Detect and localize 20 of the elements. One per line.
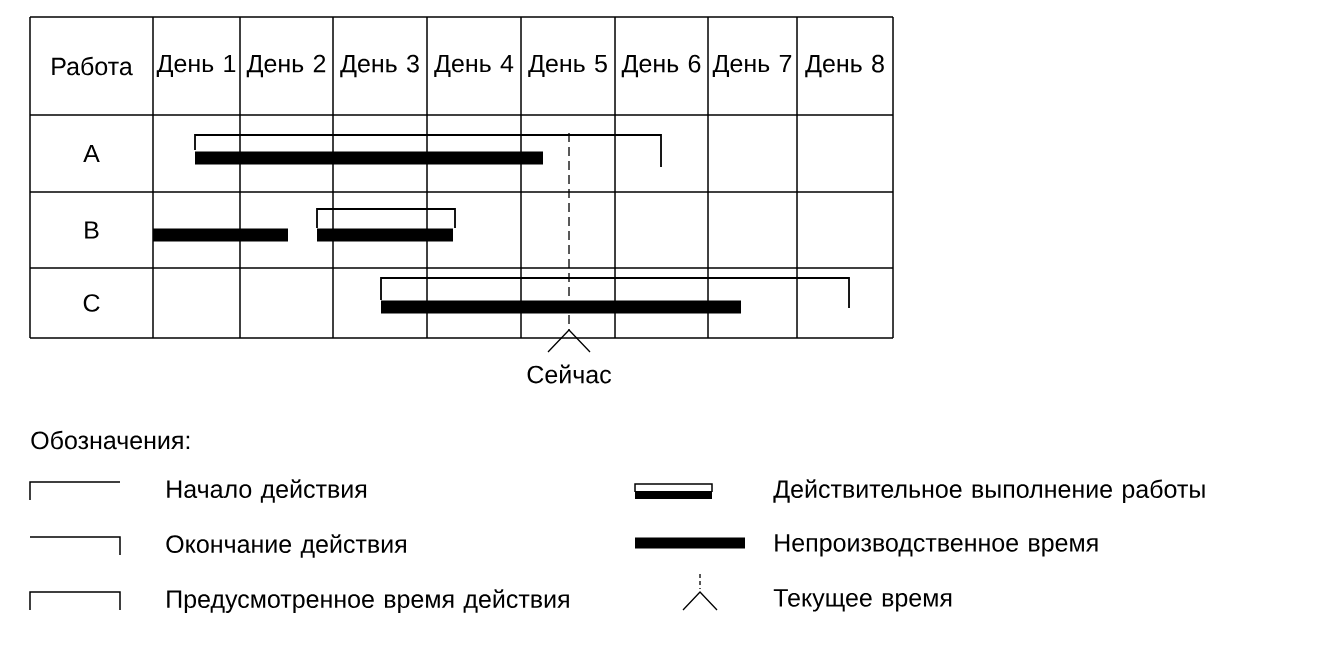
column-header: День 5 xyxy=(528,54,607,78)
column-header: День 6 xyxy=(621,54,701,78)
column-header: День 3 xyxy=(340,54,419,78)
current-time-label: Сейчас xyxy=(527,364,611,384)
column-header: День 1 xyxy=(156,54,236,78)
column-header: День 7 xyxy=(712,54,792,78)
column-header: День 2 xyxy=(246,54,326,78)
legend-text: Действительное выполнение работы xyxy=(773,479,1205,503)
legend-text: Окончание действия xyxy=(166,534,406,558)
row-header: A xyxy=(83,144,100,163)
row-header: B xyxy=(85,221,99,239)
legend-text: Предусмотренное время действия xyxy=(167,589,569,613)
column-header: Работа xyxy=(52,56,133,76)
legend-text: Начало действия xyxy=(167,479,367,503)
legend-text: Текущее время xyxy=(773,589,952,612)
legend-text: Непроизводственное время xyxy=(775,534,1098,557)
column-header: День 4 xyxy=(434,54,514,78)
row-header: C xyxy=(83,294,100,312)
column-header: День 8 xyxy=(805,54,884,78)
legend-heading: Обозначения: xyxy=(31,430,190,450)
